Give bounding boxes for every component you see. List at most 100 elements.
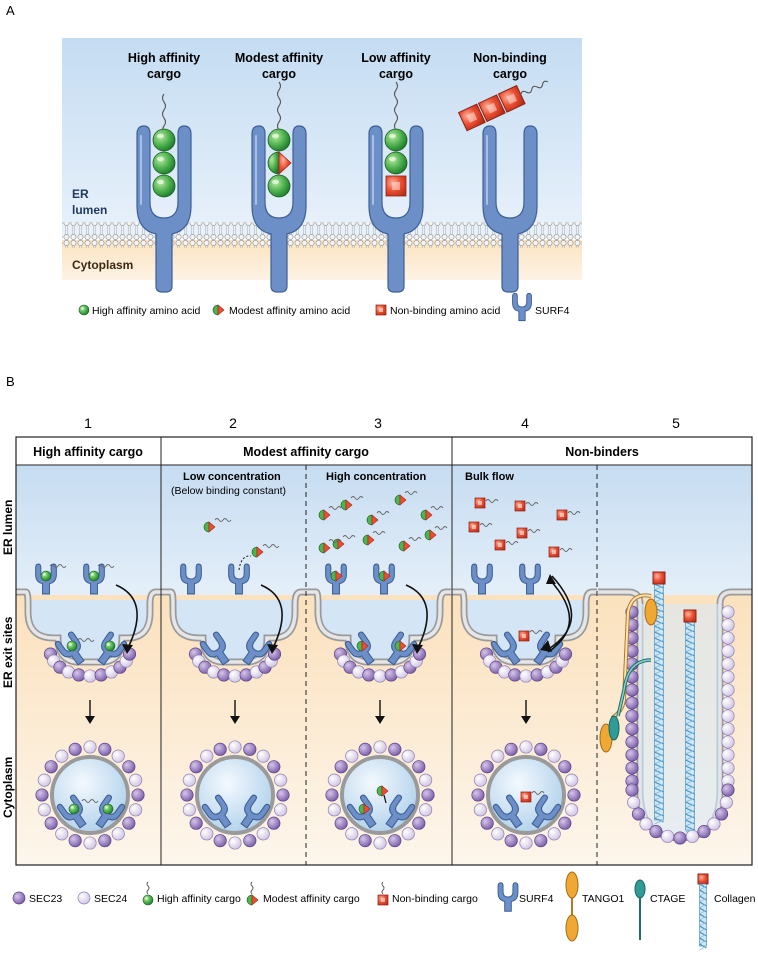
legend-high-aa: High affinity amino acid [92, 305, 201, 317]
coat-protein [83, 740, 97, 754]
cargo-title-high-2: cargo [147, 67, 181, 81]
sub-low-concentration: Low concentration [183, 471, 281, 483]
coat-protein [419, 773, 433, 787]
coat-protein [362, 668, 376, 682]
coat-protein [243, 742, 257, 756]
coat-protein [519, 836, 533, 850]
coat-protein [519, 740, 533, 754]
coat-protein [358, 834, 372, 848]
high-affinity-cargo [40, 570, 52, 582]
coat-protein [180, 788, 194, 802]
coat-protein [625, 761, 639, 775]
legend-surf4-a: SURF4 [535, 305, 570, 317]
coat-protein [83, 669, 97, 683]
coat-protein [122, 760, 136, 774]
coat-protein [189, 816, 203, 830]
coat-protein [327, 773, 341, 787]
coat-protein [519, 669, 533, 683]
surf4-receptor-nonbinding [457, 80, 549, 293]
coat-protein [673, 831, 687, 845]
column-dividers [160, 465, 598, 865]
panel-b-frame [15, 436, 753, 866]
high-affinity-cargo [68, 803, 80, 815]
sub-high-concentration: High concentration [326, 471, 427, 483]
er-lumen-label-a1: ER [72, 187, 89, 201]
coat-protein [558, 816, 572, 830]
coat-protein [480, 816, 494, 830]
coat-protein [721, 735, 735, 749]
copii-vesicle [50, 755, 130, 835]
coat-protein [491, 827, 505, 841]
coat-protein [325, 788, 339, 802]
coat-protein [471, 788, 485, 802]
coat-protein [412, 816, 426, 830]
col-num-4: 4 [521, 415, 529, 431]
coat-protein [625, 748, 639, 762]
coat-protein [182, 773, 196, 787]
coat-protein [508, 668, 522, 682]
surf4-receptor-modest [251, 81, 307, 293]
er-lumen-label-a2: lumen [72, 203, 107, 217]
coat-protein [55, 749, 69, 763]
coat-protein [44, 760, 58, 774]
coat-protein [334, 816, 348, 830]
coat-protein [639, 817, 653, 831]
coat-protein [373, 740, 387, 754]
legend-sec24: SEC24 [94, 893, 127, 905]
non-binding-cargo [516, 527, 528, 539]
cargo-title-nonbinding-1: Non-binding [473, 51, 547, 65]
cargo-title-low-1: Low affinity [361, 51, 430, 65]
coat-protein [721, 709, 735, 723]
cytoplasm-label-a: Cytoplasm [72, 258, 133, 272]
coat-protein [373, 669, 387, 683]
collagen-rods [652, 571, 697, 833]
coat-protein [44, 816, 58, 830]
coat-protein [274, 803, 288, 817]
coat-protein [334, 760, 348, 774]
coat-protein [98, 742, 112, 756]
legend-modest-aa: Modest affinity amino acid [229, 305, 350, 317]
coat-protein [111, 749, 125, 763]
non-binding-cargo [514, 500, 526, 512]
coat-protein [565, 803, 579, 817]
col-num-2: 2 [229, 415, 237, 431]
coat-protein [200, 749, 214, 763]
legend-a: High affinity amino acid Modest affinity… [78, 292, 570, 322]
side-label-er-exit-sites: ER exit sites [1, 616, 15, 688]
col-num-1: 1 [84, 415, 92, 431]
sub-below-binding-constant: (Below binding constant) [171, 485, 286, 497]
coat-protein [473, 773, 487, 787]
cargo-title-low-2: cargo [379, 67, 413, 81]
legend-sec23: SEC23 [29, 893, 62, 905]
coat-protein [256, 827, 270, 841]
legend-tango1-icon [565, 871, 579, 942]
coat-protein [72, 668, 86, 682]
coat-protein [388, 834, 402, 848]
header-non-binders: Non-binders [565, 445, 639, 459]
side-label-cytoplasm: Cytoplasm [1, 757, 15, 818]
er-membrane-buds [16, 491, 597, 850]
coat-protein [421, 788, 435, 802]
coat-protein [625, 696, 639, 710]
coat-protein [473, 803, 487, 817]
coat-protein [189, 760, 203, 774]
coat-protein [217, 668, 231, 682]
col-num-5: 5 [672, 415, 680, 431]
high-affinity-cargo [88, 570, 100, 582]
coat-protein [547, 749, 561, 763]
coat-protein [37, 773, 51, 787]
coat-protein [213, 834, 227, 848]
non-binding-cargo [548, 546, 560, 558]
coat-protein [83, 836, 97, 850]
coat-protein [558, 647, 573, 661]
coat-protein [228, 740, 242, 754]
coat-protein [228, 836, 242, 850]
header-modest-affinity: Modest affinity cargo [243, 445, 369, 459]
coat-protein [721, 696, 735, 710]
coat-protein [721, 783, 735, 797]
legend-ctage: CTAGE [650, 893, 685, 905]
coat-protein [504, 834, 518, 848]
non-binding-cargo [494, 539, 506, 551]
coat-protein [68, 742, 82, 756]
coat-protein [721, 761, 735, 775]
